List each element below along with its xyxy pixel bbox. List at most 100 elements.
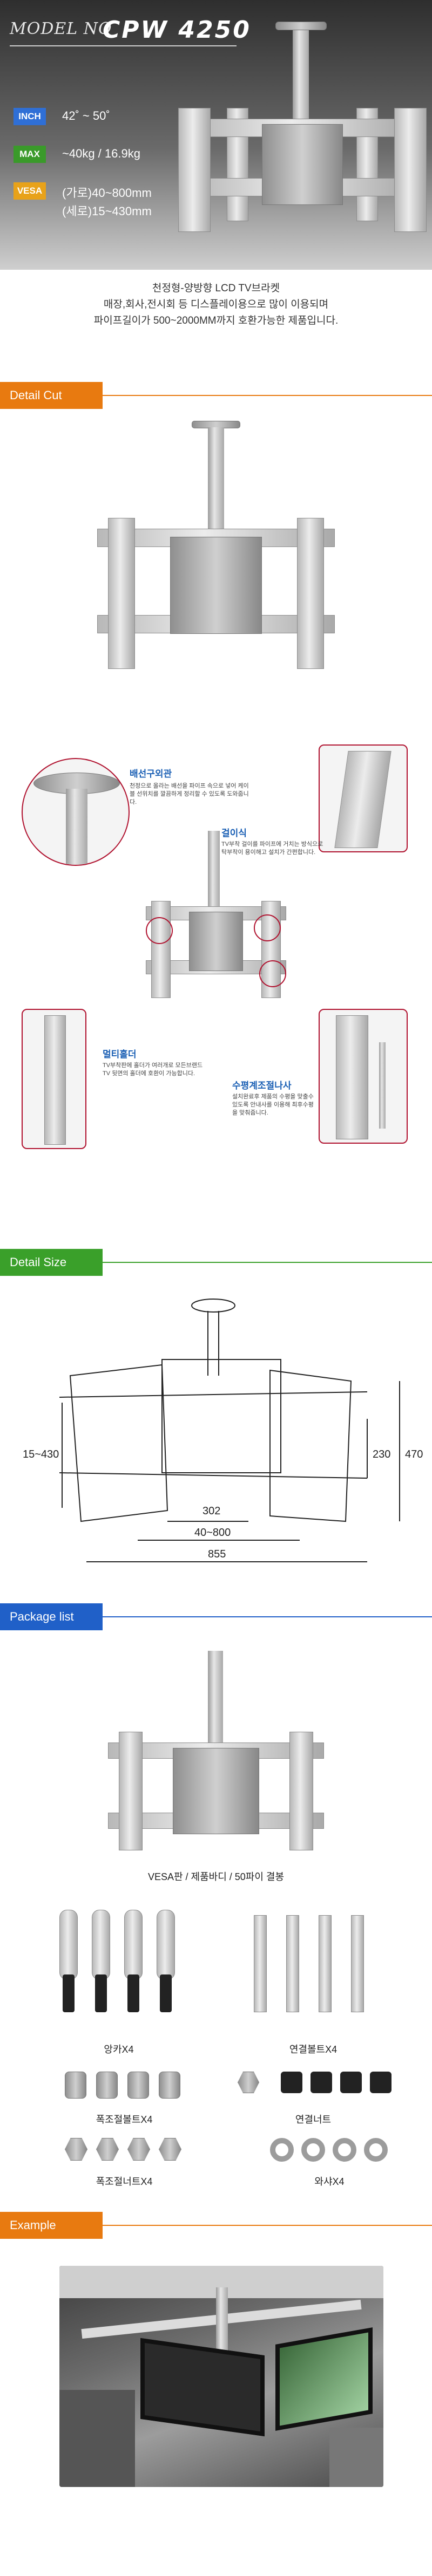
package-washers <box>265 2134 394 2166</box>
callout-hook-text: TV부착 걸이를 파이프에 거치는 방식으로 탁부착이 용이해고 설치가 간편합… <box>221 841 323 856</box>
section-tab-example: Example <box>0 2212 103 2239</box>
dimension-drawing: 15~430 230 470 302 40~800 855 <box>0 1284 432 1586</box>
hex-nut <box>238 2072 259 2093</box>
detail-cut-main-image <box>97 421 335 680</box>
callout-level-text: 설치완료후 제품의 수평을 맞출수 있도록 안내사를 이용해 최후수평을 맞춰줍… <box>232 1094 314 1116</box>
spec-tag-inch: INCH <box>14 108 46 125</box>
wing-nut <box>340 2072 362 2093</box>
package-main-caption: VESA판 / 제품바디 / 50파이 결봉 <box>147 1871 285 1882</box>
vesa-plate <box>170 537 262 634</box>
bolt <box>286 1915 299 2012</box>
section-detail-cut: Detail Cut <box>0 382 432 409</box>
package-anchors <box>49 1910 189 2028</box>
ceiling-pole <box>208 427 224 535</box>
callout-multi-text: TV부착판에 홀더가 여러개로 모든브랜드 TV 뒷면의 홀더에 호환이 가능합… <box>103 1062 203 1077</box>
spec-tag-vesa: VESA <box>14 182 46 200</box>
mount-arm-left <box>119 1732 143 1850</box>
spec-value-inch: 42˚ ~ 50˚ <box>62 109 110 122</box>
washer <box>301 2138 325 2162</box>
description-line-1: 천정형-양방향 LCD TV브라켓 <box>152 283 280 294</box>
model-label: MODEL NO <box>10 19 112 38</box>
washer <box>333 2138 356 2162</box>
package-label-width-bolt: 폭조절볼트X4 <box>96 2114 153 2125</box>
spec-tag-max: MAX <box>14 146 46 163</box>
anchor-tip <box>127 1974 139 2012</box>
section-example: Example <box>0 2212 432 2239</box>
package-width-nuts <box>59 2134 189 2166</box>
booth-wall <box>59 2390 135 2487</box>
dim-bottom-302: 302 <box>202 1505 221 1517</box>
anchor-tip <box>95 1974 107 2012</box>
spec-value-vesa-h: (가로)40~800mm <box>62 186 152 200</box>
anchor-body <box>92 1910 110 1980</box>
package-label-washer: 와샤X4 <box>314 2176 345 2187</box>
hex-nut <box>96 2138 119 2161</box>
spec-inch: INCH 42˚ ~ 50˚ <box>14 106 273 127</box>
package-width-bolts <box>59 2066 189 2104</box>
bolt <box>319 1915 332 2012</box>
model-name: CPW 4250 <box>103 16 251 44</box>
spec-value-vesa-v: (세로)15~430mm <box>62 204 152 218</box>
anchor-body <box>124 1910 143 1980</box>
product-photo <box>178 0 432 270</box>
hook-bracket <box>334 751 392 848</box>
spec-max: MAX ~40kg / 16.9kg <box>14 144 273 165</box>
package-connection-bolts <box>243 1910 383 2028</box>
holder-bar <box>44 1015 66 1145</box>
package-label-connection-bolt: 연결볼트X4 <box>289 2044 338 2055</box>
small-bolt <box>159 2072 180 2099</box>
bolt <box>254 1915 267 2012</box>
ceiling-pole <box>66 789 87 865</box>
ceiling-pole <box>208 1651 223 1748</box>
mount-arm-right <box>394 108 427 232</box>
description-line-2: 매장,회사,전시회 등 디스플레이용으로 많이 이용되며 <box>103 299 329 310</box>
package-connection-nuts <box>238 2066 400 2104</box>
hex-nut <box>65 2138 87 2161</box>
dim-right-inner: 230 <box>373 1448 391 1460</box>
section-divider <box>103 2225 432 2226</box>
package-label-width-nut: 폭조절너트X4 <box>96 2176 153 2187</box>
section-divider <box>103 1616 432 1617</box>
callout-hook-title: 걸이식 <box>221 828 247 838</box>
wing-nut <box>370 2072 392 2093</box>
callout-multi-title: 멀티홀더 <box>103 1049 137 1060</box>
level-screw <box>379 1042 386 1129</box>
product-description: 천정형-양방향 LCD TV브라켓 매장,회사,전시회 등 디스플레이용으로 많… <box>0 281 432 329</box>
mount-arm-right <box>289 1732 313 1850</box>
highlight-circle <box>259 960 286 987</box>
highlight-circle <box>146 917 173 944</box>
example-photo <box>59 2266 383 2487</box>
callout-level-title: 수평계조절나사 <box>232 1081 292 1091</box>
section-divider <box>103 1262 432 1263</box>
callout-cable-title: 배선구외관 <box>130 769 172 779</box>
callout-level-image <box>319 1009 408 1144</box>
ceiling-pole <box>216 2287 228 2368</box>
dim-right-outer: 470 <box>405 1448 423 1460</box>
anchor-tip <box>160 1974 172 2012</box>
ceiling-pole <box>208 831 220 906</box>
package-main-image <box>108 1651 324 1850</box>
vesa-plate <box>189 912 243 971</box>
anchor-body <box>59 1910 78 1980</box>
hex-nut <box>159 2138 181 2161</box>
spec-vesa: VESA (가로)40~800mm (세로)15~430mm <box>14 180 273 223</box>
callout-cable-text: 천정으로 올라는 배선을 파이프 속으로 넣어 케이블 선위치를 깔끔하게 정리… <box>130 783 249 805</box>
section-detail-size: Detail Size <box>0 1249 432 1276</box>
washer <box>270 2138 294 2162</box>
vesa-plate <box>262 124 343 205</box>
hex-nut <box>127 2138 150 2161</box>
callout-multi-image <box>22 1009 86 1149</box>
model-underline <box>10 45 237 46</box>
dim-left-height: 15~430 <box>23 1448 59 1460</box>
mount-arm-left <box>151 901 171 998</box>
mount-arm-right <box>297 518 324 669</box>
ceiling-plate <box>275 22 327 30</box>
tv-screen <box>140 2338 265 2437</box>
detail-callouts: 배선구외관 천정으로 올라는 배선을 파이프 속으로 넣어 케이블 선위치를 깔… <box>0 744 432 1273</box>
spec-value-max: ~40kg / 16.9kg <box>62 147 140 160</box>
callout-hook-image <box>319 744 408 852</box>
tv-screen <box>275 2327 373 2431</box>
product-header: MODEL NO CPW 4250 INCH 42˚ ~ 50˚ MAX ~40… <box>0 0 432 270</box>
mount-arm-left <box>108 518 135 669</box>
wing-nut <box>281 2072 302 2093</box>
